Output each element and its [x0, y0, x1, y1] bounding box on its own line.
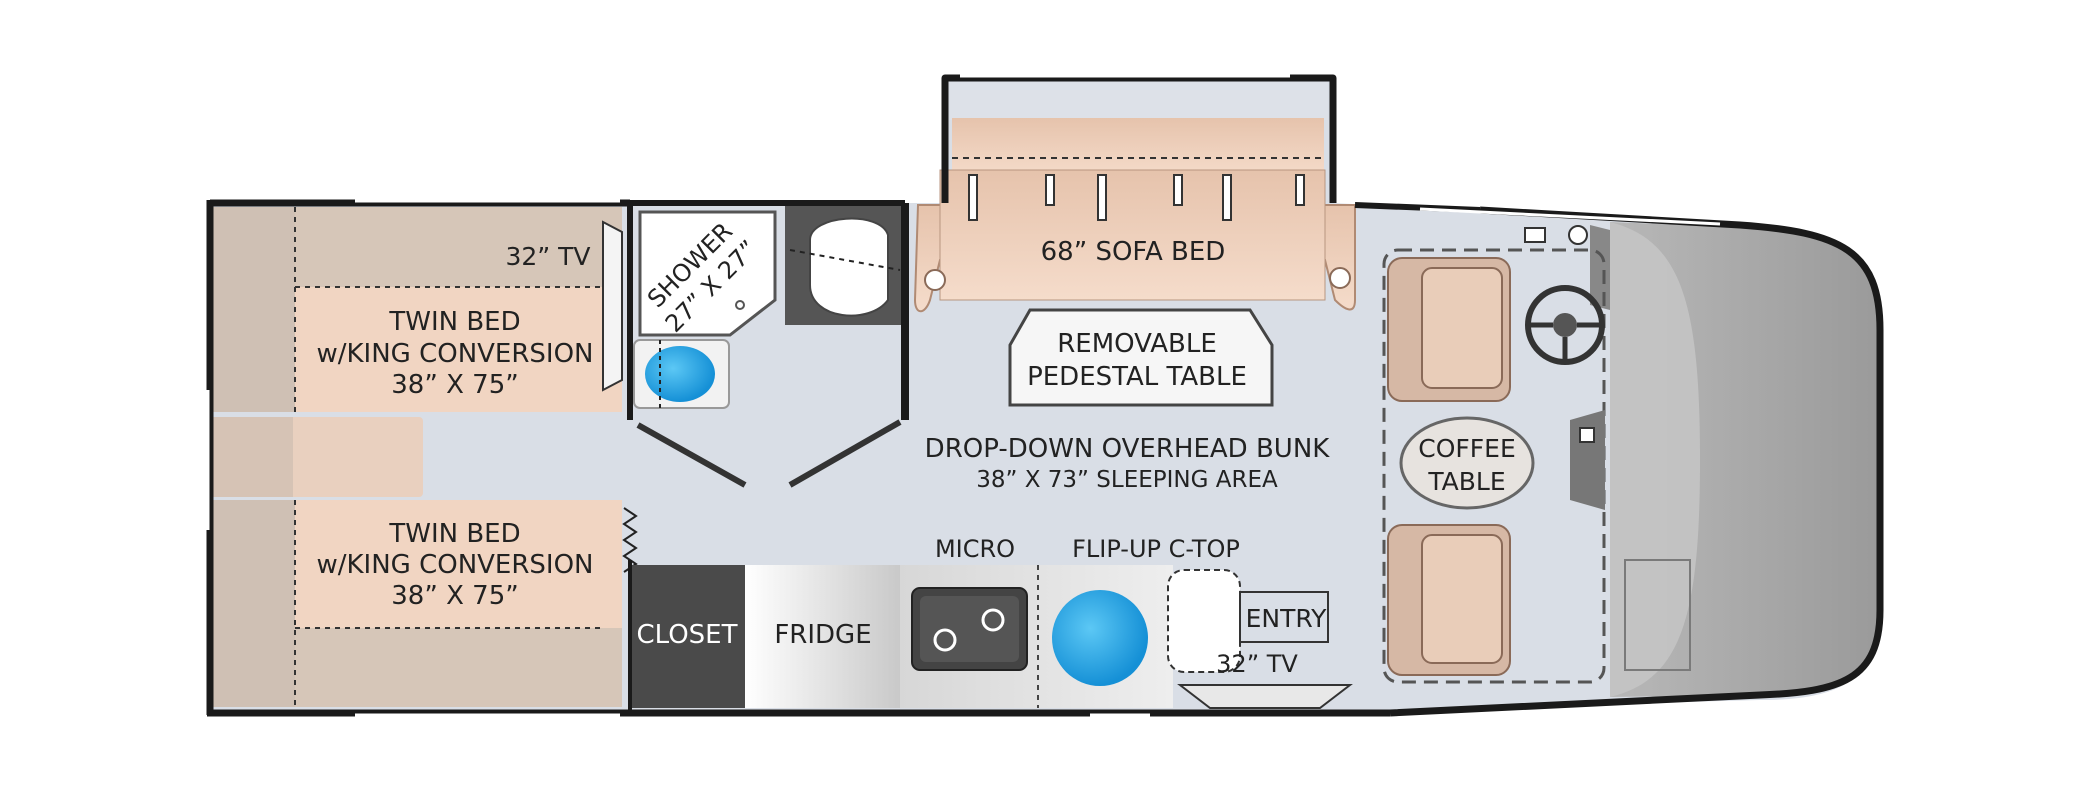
sofa-bed-label: 68” SOFA BED — [1041, 237, 1226, 267]
twin-bed-bottom-label-1: TWIN BED — [388, 519, 520, 549]
flip-up-countertop — [1167, 569, 1241, 673]
twin-bed-top-label-1: TWIN BED — [388, 307, 520, 337]
front-tv-label: 32” TV — [1216, 650, 1298, 678]
twin-bed-top — [213, 207, 622, 412]
dash-gauges — [1524, 225, 1605, 510]
cab-seat-top — [1387, 257, 1511, 402]
windows — [206, 74, 1721, 717]
coffee-table-label-2: TABLE — [1427, 467, 1505, 496]
pedestal-table — [1008, 308, 1274, 407]
twin-bed-bottom-label-2: w/KING CONVERSION — [316, 550, 593, 580]
micro-label: MICRO — [935, 535, 1015, 563]
fridge-label: FRIDGE — [774, 620, 871, 650]
pedestal-table-label-2: PEDESTAL TABLE — [1027, 362, 1247, 392]
coffee-table — [1399, 416, 1535, 510]
cab-area — [1590, 222, 1880, 697]
flip-up-label: FLIP-UP C-TOP — [1072, 535, 1240, 563]
twin-bed-bottom — [213, 500, 622, 707]
entry-step — [1177, 591, 1353, 709]
twin-bed-top-label-2: w/KING CONVERSION — [316, 339, 593, 369]
closet-label: CLOSET — [637, 620, 738, 650]
bed-step — [213, 417, 423, 497]
bathroom — [628, 205, 908, 488]
bunk-label-2: 38” X 73” SLEEPING AREA — [976, 467, 1278, 493]
rear-tv — [602, 220, 623, 392]
closet — [630, 565, 745, 708]
cab-dashed-outline — [1382, 248, 1606, 684]
galley-counter — [900, 565, 1173, 708]
steering-wheel-icon — [1525, 285, 1605, 365]
twin-bed-top-label-3: 38” X 75” — [391, 370, 518, 400]
slideout — [913, 82, 1356, 313]
walls — [206, 74, 1884, 717]
bunk-label-1: DROP-DOWN OVERHEAD BUNK — [925, 434, 1331, 464]
rear-tv-label: 32” TV — [505, 242, 590, 271]
entry-label: ENTRY — [1246, 604, 1328, 633]
fridge — [745, 565, 900, 708]
cab-seat-bottom — [1387, 524, 1511, 676]
coffee-table-label-1: COFFEE — [1418, 434, 1516, 463]
twin-bed-bottom-label-3: 38” X 75” — [391, 581, 518, 611]
pedestal-table-label-1: REMOVABLE — [1057, 329, 1217, 359]
